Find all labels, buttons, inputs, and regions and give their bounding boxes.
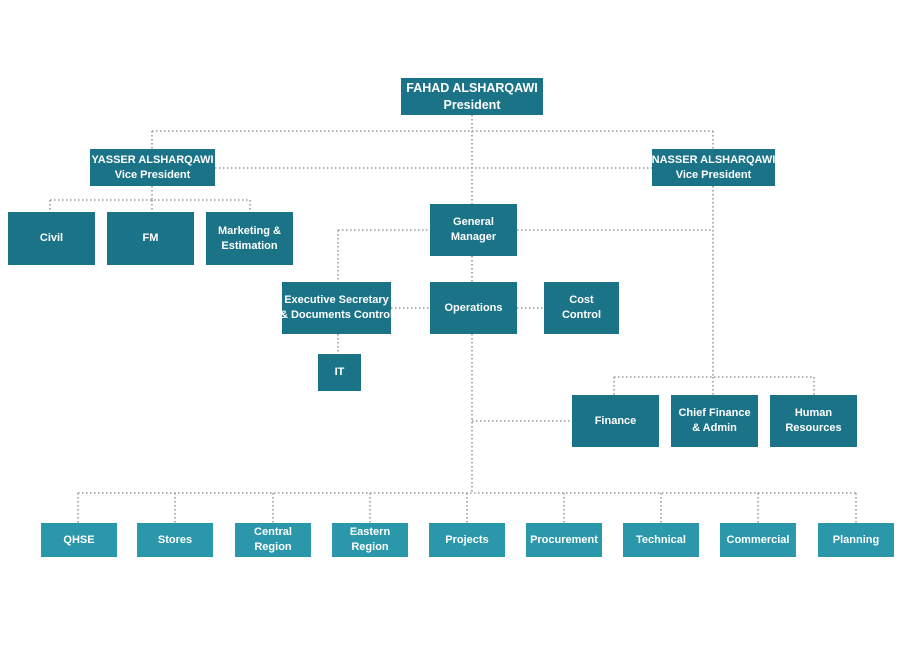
- fm-label: FM: [142, 232, 159, 244]
- marketing-estimation-box: Marketing & Estimation: [206, 212, 293, 265]
- eastern-region-line2: Region: [351, 541, 389, 553]
- finance-box: Finance: [572, 395, 659, 447]
- central-region-box: Central Region: [235, 523, 311, 557]
- commercial-box: Commercial: [720, 523, 796, 557]
- vice-president-left-title: Vice President: [114, 168, 191, 181]
- vice-president-left-name: YASSER ALSHARQAWI: [91, 153, 214, 166]
- human-resources-box: Human Resources: [770, 395, 857, 447]
- executive-secretary-line2: & Documents Control: [279, 309, 394, 321]
- chief-finance-admin-line1: Chief Finance: [678, 407, 751, 419]
- president-name: FAHAD ALSHARQAWI: [406, 80, 538, 95]
- planning-label: Planning: [832, 533, 880, 546]
- qhse-label: QHSE: [63, 533, 95, 546]
- fm-box: FM: [107, 212, 194, 265]
- marketing-estimation-line1: Marketing &: [218, 224, 281, 237]
- it-box: IT: [318, 354, 361, 391]
- general-manager-line1: General: [453, 216, 494, 228]
- commercial-label: Commercial: [726, 533, 790, 546]
- civil-box: Civil: [8, 212, 95, 265]
- chief-finance-admin-line2: & Admin: [692, 422, 737, 434]
- procurement-box: Procurement: [526, 523, 602, 557]
- human-resources-line1: Human: [794, 407, 833, 419]
- human-resources-line2: Resources: [785, 422, 842, 434]
- planning-box: Planning: [818, 523, 894, 557]
- president-title: President: [443, 97, 501, 112]
- executive-secretary-line1: Executive Secretary: [284, 294, 389, 306]
- vice-president-right-name: NASSER ALSHARQAWI: [651, 153, 776, 166]
- central-region-line1: Central: [254, 526, 292, 538]
- technical-box: Technical: [623, 523, 699, 557]
- it-label: IT: [334, 366, 345, 378]
- president-box: FAHAD ALSHARQAWI President: [401, 78, 543, 115]
- stores-label: Stores: [157, 533, 193, 546]
- projects-box: Projects: [429, 523, 505, 557]
- general-manager-line2: Manager: [450, 231, 497, 243]
- vice-president-right-box: NASSER ALSHARQAWI Vice President: [652, 149, 775, 186]
- eastern-region-box: Eastern Region: [332, 523, 408, 557]
- cost-control-line1: Cost: [569, 294, 594, 306]
- civil-label: Civil: [39, 232, 64, 244]
- stores-box: Stores: [137, 523, 213, 557]
- cost-control-box: Cost Control: [544, 282, 619, 334]
- operations-label: Operations: [444, 301, 503, 314]
- eastern-region-line1: Eastern: [349, 526, 391, 538]
- cost-control-line2: Control: [561, 309, 602, 321]
- vice-president-right-title: Vice President: [675, 168, 752, 181]
- operations-box: Operations: [430, 282, 517, 334]
- procurement-label: Procurement: [530, 533, 598, 546]
- chief-finance-admin-box: Chief Finance & Admin: [671, 395, 758, 447]
- finance-label: Finance: [594, 414, 637, 427]
- executive-secretary-box: Executive Secretary & Documents Control: [279, 282, 394, 334]
- central-region-line2: Region: [254, 541, 292, 553]
- general-manager-box: General Manager: [430, 204, 517, 256]
- marketing-estimation-line2: Estimation: [221, 239, 278, 252]
- projects-label: Projects: [445, 533, 489, 546]
- technical-label: Technical: [636, 533, 686, 546]
- qhse-box: QHSE: [41, 523, 117, 557]
- vice-president-left-box: YASSER ALSHARQAWI Vice President: [90, 149, 215, 186]
